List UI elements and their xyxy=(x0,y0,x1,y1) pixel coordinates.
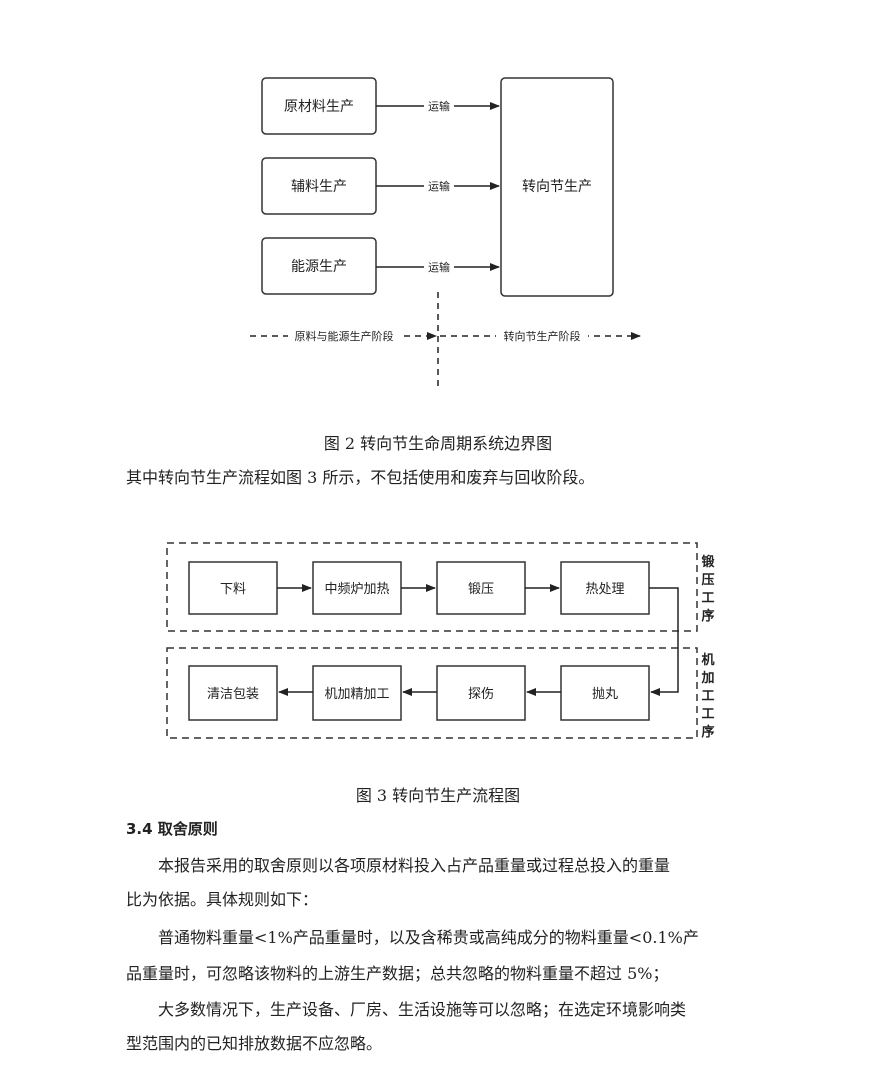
after-figure2-text: 其中转向节生产流程如图 3 所示，不包括使用和废弃与回收阶段。 xyxy=(126,468,595,487)
svg-text:压: 压 xyxy=(701,573,714,588)
box-raw-material-label: 原材料生产 xyxy=(284,99,354,115)
step-heat-treatment xyxy=(560,561,650,615)
svg-text:加: 加 xyxy=(700,671,714,686)
step-forging xyxy=(436,561,526,615)
paragraph3-line1: 大多数情况下，生产设备、厂房、生活设施等可以忽略；在选定环境影响类 xyxy=(158,1000,687,1019)
figure3-caption: 图 3 转向节生产流程图 xyxy=(355,786,521,805)
arrow-transport-1-label: 运输 xyxy=(428,99,450,113)
step-cleaning-packing xyxy=(188,665,278,721)
box-energy-label: 能源生产 xyxy=(291,259,347,275)
svg-text:序: 序 xyxy=(701,608,714,624)
step-cutting xyxy=(188,561,278,615)
paragraph3-line2: 型范围内的已知排放数据不应忽略。 xyxy=(126,1034,383,1053)
step-heat-treatment-label: 热处理 xyxy=(585,582,624,597)
step-inspection xyxy=(436,665,526,721)
arrow-transport-3-label: 运输 xyxy=(428,260,450,274)
svg-text:锻: 锻 xyxy=(701,554,714,570)
svg-text:工: 工 xyxy=(701,689,714,704)
step-heating xyxy=(312,561,402,615)
step-cutting-label: 下料 xyxy=(220,582,246,597)
step-machining-label: 机加精加工 xyxy=(324,687,389,702)
box-knuckle-production xyxy=(500,77,614,297)
step-inspection-label: 探伤 xyxy=(468,687,494,702)
figure2-caption: 图 2 转向节生命周期系统边界图 xyxy=(323,434,553,453)
stage-right-label: 转向节生产阶段 xyxy=(504,329,581,343)
box-energy xyxy=(261,237,377,295)
svg-text:工: 工 xyxy=(701,591,714,606)
box-auxiliary-label: 辅料生产 xyxy=(291,179,347,195)
group-machining-frame xyxy=(166,647,698,739)
paragraph2-line2: 品重量时，可忽略该物料的上游生产数据；总共忽略的物料重量不超过 5%； xyxy=(126,964,669,983)
paragraph2-line1: 普通物料重量<1%产品重量时，以及含稀贵或高纯成分的物料重量<0.1%产 xyxy=(158,928,699,947)
section-heading: 3.4 取舍原则 xyxy=(126,820,218,838)
step-shot-blasting-label: 抛丸 xyxy=(592,687,618,702)
step-forging-label: 锻压 xyxy=(468,582,494,597)
step-heating-label: 中频炉加热 xyxy=(324,582,389,597)
figure2-diagram: 原材料生产 辅料生产 能源生产 转向节生产 运输 运输 运输 原料与能源生产阶段… xyxy=(250,77,641,386)
figure3-diagram: 下料 中频炉加热 锻压 热处理 清洁包装 机加精加工 探伤 抛丸 锻 压 工 序… xyxy=(166,542,715,740)
paragraph1-line1: 本报告采用的取舍原则以各项原材料投入占产品重量或过程总投入的重量 xyxy=(158,856,671,875)
group-forging-frame xyxy=(166,542,698,632)
svg-text:序: 序 xyxy=(701,724,714,740)
svg-text:机: 机 xyxy=(701,652,714,668)
stage-left-label: 原料与能源生产阶段 xyxy=(295,329,394,343)
step-shot-blasting xyxy=(560,665,650,721)
flow-connector xyxy=(649,587,679,696)
step-cleaning-packing-label: 清洁包装 xyxy=(207,687,259,702)
box-knuckle-production-label: 转向节生产 xyxy=(522,179,592,195)
step-machining xyxy=(312,665,402,721)
svg-text:工: 工 xyxy=(701,707,714,722)
group-forging-label: 锻 压 工 序 xyxy=(701,554,714,624)
arrow-transport-2-label: 运输 xyxy=(428,179,450,193)
paragraph1-line2: 比为依据。具体规则如下： xyxy=(126,890,319,909)
group-machining-label: 机 加 工 工 序 xyxy=(700,652,714,740)
